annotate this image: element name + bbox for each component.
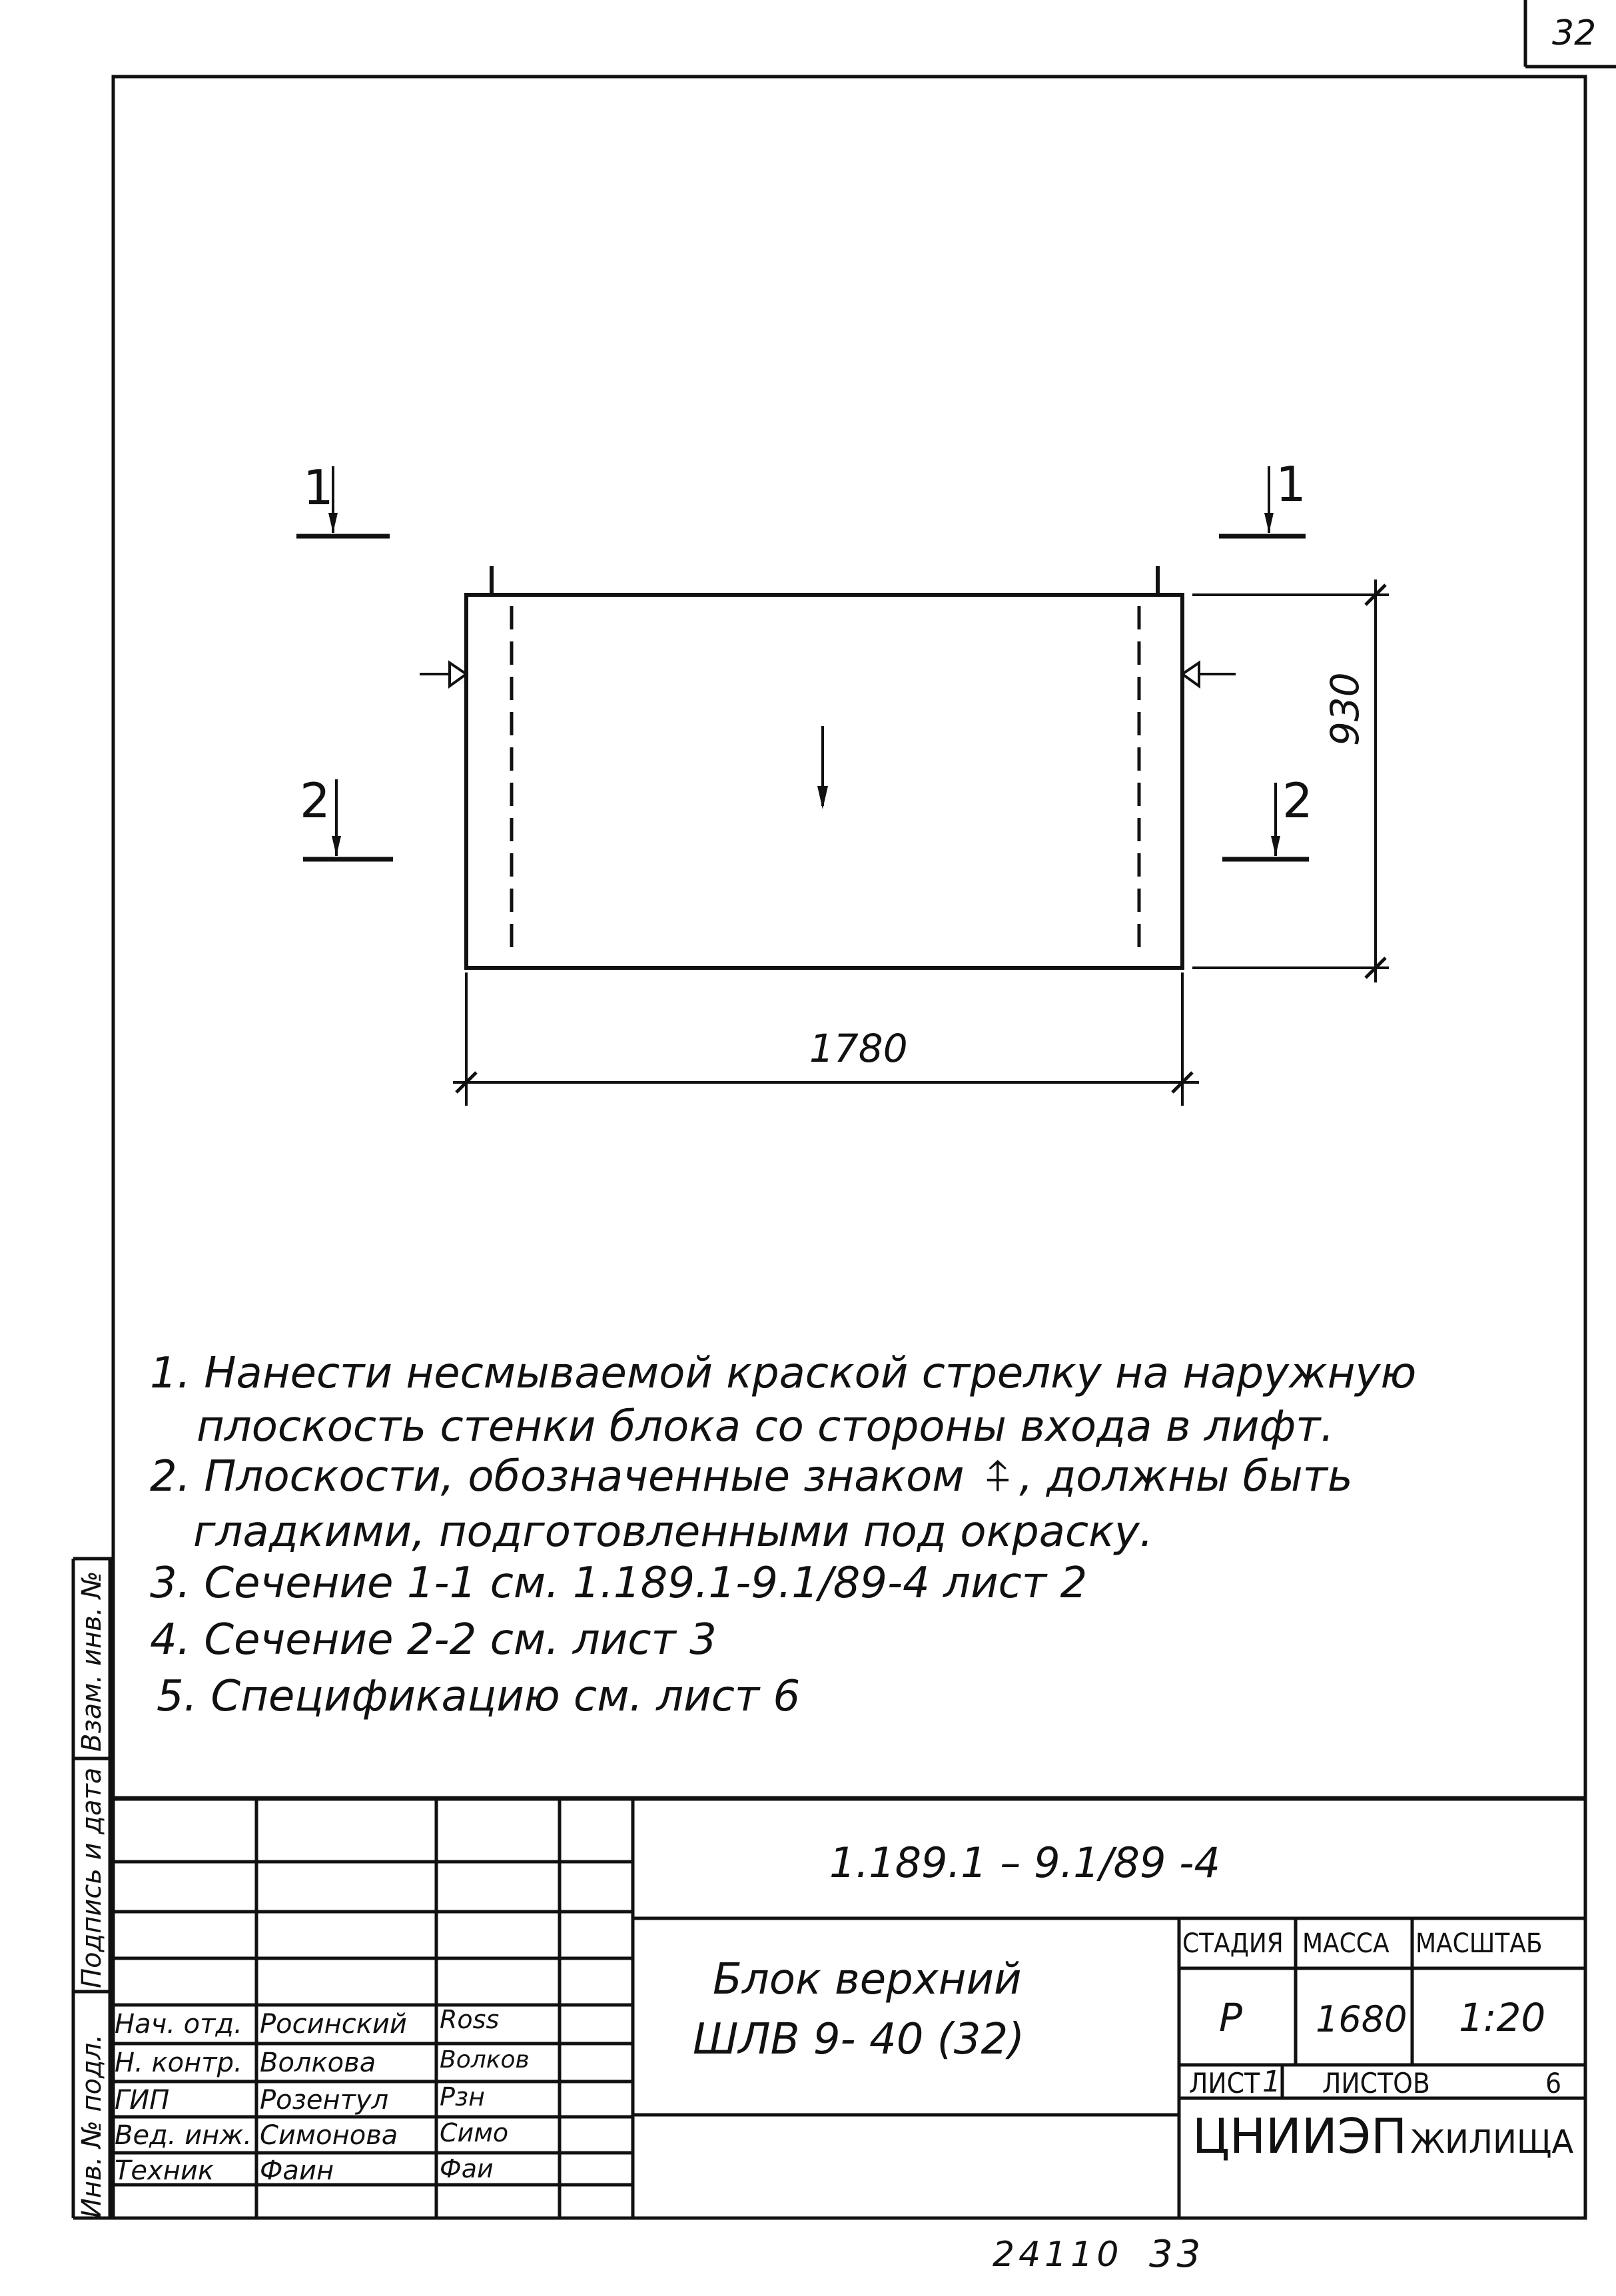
role-1: Нач. отд. [115, 2009, 242, 2040]
role-2: Н. контр. [115, 2048, 242, 2078]
sheet-number: 1 [1262, 2065, 1281, 2099]
scale-value: 1:20 [1459, 1995, 1546, 2040]
role-3: ГИП [115, 2085, 170, 2115]
mass-value: 1680 [1316, 1998, 1408, 2040]
note-2-line-2: гладкими, подготовленными под окраску. [193, 1507, 1154, 1557]
header-scale: МАСШТАБ [1415, 1928, 1543, 1959]
section-1-label-left: 1 [303, 460, 334, 516]
dimension-height: 930 [1322, 672, 1368, 746]
product-name-line1: Блок верхний [713, 1955, 1022, 2004]
section-2-label-left: 2 [300, 773, 330, 829]
smooth-plane-mark-icon: ⍏ [985, 1452, 1012, 1501]
role-4: Вед. инж. [115, 2120, 252, 2151]
section-1-label-right: 1 [1276, 456, 1306, 512]
org-name-sub: ЖИЛИЩА [1410, 2123, 1574, 2161]
sheet-label: ЛИСТ [1189, 2067, 1260, 2100]
sheets-label: ЛИСТОВ [1322, 2067, 1430, 2100]
page-number: 32 [1552, 13, 1597, 53]
doc-code: 1.189.1 – 9.1/89 -4 [829, 1838, 1220, 1887]
footer-code: 24110 [993, 2235, 1123, 2275]
note-2-text-b: , должны быть [1019, 1452, 1353, 1501]
note-4: 4. Сечение 2-2 см. лист 3 [150, 1615, 717, 1665]
note-1-line-2: плоскость стенки блока со стороны входа … [197, 1402, 1334, 1451]
org-name-main: ЦНИИЭП [1192, 2108, 1408, 2164]
side-stamp-vzam-inv: Взам. инв. № [77, 1571, 107, 1752]
note-2-line-1: 2. Плоскости, обозначенные знаком ⍏, дол… [150, 1455, 1353, 1498]
dimension-width: 1780 [809, 1026, 908, 1071]
signature-4: Симо [440, 2118, 509, 2147]
name-3: Розентул [260, 2085, 389, 2115]
header-mass: МАССА [1302, 1928, 1390, 1959]
footer-number: 33 [1149, 2233, 1205, 2276]
note-1-line-1: 1. Нанести несмываемой краской стрелку н… [150, 1349, 1417, 1398]
side-stamp-inv-podl: Инв. № подл. [77, 2034, 107, 2218]
role-5: Техник [115, 2155, 214, 2186]
name-5: Фаин [260, 2155, 334, 2186]
side-stamp-podpis-data: Подпись и дата [77, 1767, 107, 1988]
note-3: 3. Сечение 1-1 см. 1.189.1-9.1/89-4 лист… [150, 1559, 1088, 1608]
product-name-line2: ШЛВ 9- 40 (32) [693, 2015, 1025, 2064]
signature-5: Фаи [440, 2154, 494, 2183]
note-5: 5. Спецификацию см. лист 6 [157, 1672, 801, 1721]
signature-3: Рзн [440, 2082, 485, 2111]
header-stage: СТАДИЯ [1182, 1928, 1284, 1959]
sheets-total: 6 [1545, 2067, 1562, 2100]
org-name: ЦНИИЭП ЖИЛИЩА [1192, 2108, 1573, 2164]
note-2-text-a: 2. Плоскости, обозначенные знаком [150, 1452, 965, 1501]
signature-1: Ross [440, 2005, 500, 2034]
stage-value: Р [1219, 1995, 1242, 2040]
name-2: Волкова [260, 2048, 376, 2078]
signature-2: Волков [440, 2046, 530, 2074]
name-4: Симонова [260, 2120, 398, 2151]
name-1: Росинский [260, 2009, 407, 2040]
section-2-label-right: 2 [1282, 773, 1313, 829]
